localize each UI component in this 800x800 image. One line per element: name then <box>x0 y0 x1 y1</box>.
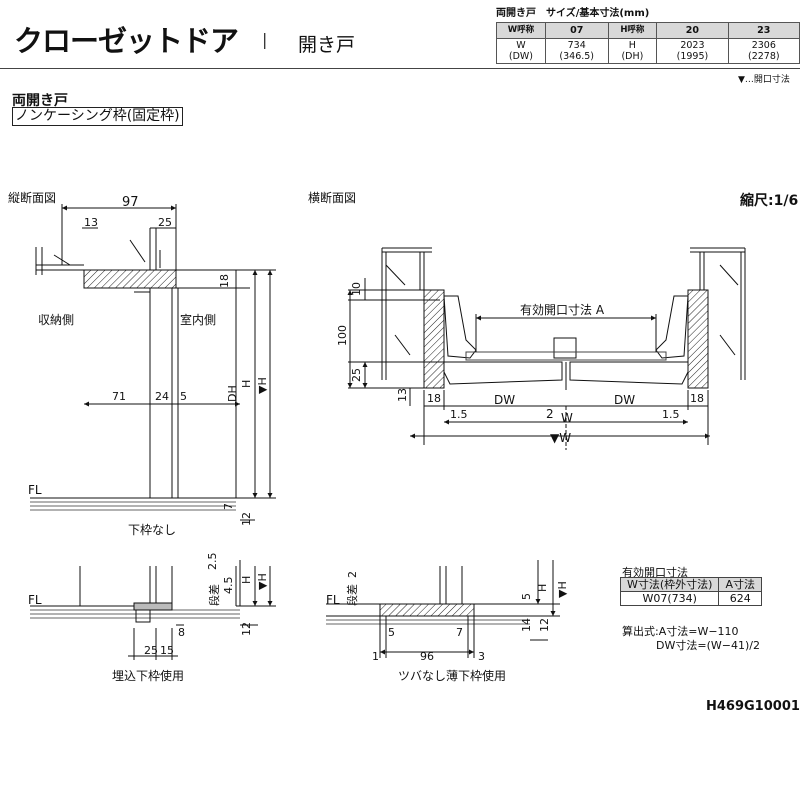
product-code: H469G10001 <box>706 699 800 714</box>
vs-h: H <box>240 380 253 388</box>
vertical-section <box>30 204 276 521</box>
vs-caption: 下枠なし <box>128 523 176 537</box>
dt-h-open: ▼H <box>556 581 569 598</box>
vs-fl: FL <box>28 483 42 497</box>
dt-dim-1: 1 <box>372 650 379 663</box>
hs-w: W <box>561 411 573 425</box>
dt-dim-5b: 5 <box>520 593 533 600</box>
vs-dim-24: 24 <box>155 390 169 403</box>
vs-h-open: ▼H <box>256 377 269 394</box>
hs-dim-100: 100 <box>336 325 349 346</box>
dt-dim-2: 2 <box>346 571 359 578</box>
horizontal-section <box>347 247 746 450</box>
de-dim-45: 4.5 <box>222 577 235 595</box>
spec-w-label: W呼称 <box>496 22 546 39</box>
title-separator: | <box>262 30 268 49</box>
de-step-label: 段差 <box>207 584 221 606</box>
de-fl: FL <box>28 593 42 607</box>
de-caption: 埋込下枠使用 <box>112 668 184 683</box>
vs-dim-25: 25 <box>158 216 172 229</box>
de-dim-25b: 25 <box>144 644 158 657</box>
detail-thin <box>326 560 560 658</box>
dt-dim-12: 12 <box>538 618 551 632</box>
hs-dim-10: 10 <box>350 282 363 296</box>
dt-dim-3: 3 <box>478 650 485 663</box>
vs-dim-13: 13 <box>84 216 98 229</box>
spec-w-dim-label: W(DW) <box>496 38 546 64</box>
formula-dw: DW寸法=(W−41)/2 <box>656 639 760 652</box>
horizontal-section-labels: 横断面図 有効開口寸法 A 10 100 25 13 18 18 1.5 1.5… <box>308 190 704 445</box>
spec-h-code-23: 23 <box>727 22 800 39</box>
opening-col-a: A寸法 <box>718 577 762 592</box>
header-rule <box>0 68 800 69</box>
hs-title: 横断面図 <box>308 190 356 205</box>
vs-room-side: 室内側 <box>180 312 216 327</box>
formula-a: 算出式:A寸法=W−110 <box>622 625 739 638</box>
opening-table: W寸法(枠外寸法) A寸法 W07(734) 624 <box>619 577 762 606</box>
spec-h20-value: 2023(1995) <box>656 38 729 64</box>
opening-col-w: W寸法(枠外寸法) <box>619 577 720 592</box>
vs-dim-5: 5 <box>180 390 187 403</box>
dt-caption: ツバなし薄下枠使用 <box>398 668 506 683</box>
scale-label: 縮尺:1/6 <box>740 193 799 209</box>
hs-dim-18-left: 18 <box>427 392 441 405</box>
de-h-open: ▼H <box>256 573 269 590</box>
hs-dim-18-right: 18 <box>690 392 704 405</box>
vs-dim-97: 97 <box>122 195 139 210</box>
vs-dim-12: 12 <box>240 512 253 526</box>
dt-dim-14: 14 <box>520 618 533 632</box>
frame-type: ノンケーシング枠(固定枠) <box>12 107 183 126</box>
hs-dw-right: DW <box>614 393 635 407</box>
legend-note: ▼…開口寸法 <box>738 75 790 85</box>
dt-fl: FL <box>326 593 340 607</box>
spec-heading: 両開き戸 サイズ/基本寸法(mm) <box>496 8 650 19</box>
vs-title: 縦断面図 <box>8 190 56 205</box>
hs-dim-15-right: 1.5 <box>662 408 680 421</box>
de-dim-12: 12 <box>240 622 253 636</box>
detail-embedded-labels: FL 段差 2.5 4.5 H ▼H 8 12 25 15 埋込下枠使用 <box>28 553 269 684</box>
vs-dim-71: 71 <box>112 390 126 403</box>
detail-thin-labels: FL 2 段差 5 7 1 96 3 5 14 12 H ▼H ツバなし薄下枠使… <box>326 571 569 683</box>
spec-w-value: 734(346.5) <box>544 38 609 64</box>
dt-h: H <box>536 584 549 592</box>
de-dim-25: 2.5 <box>206 553 219 571</box>
de-h: H <box>240 576 253 584</box>
dt-dim-7: 7 <box>456 626 463 639</box>
opening-row-w: W07(734) <box>619 591 720 606</box>
spec-h23-value: 2306(2278) <box>727 38 800 64</box>
dt-step-label: 段差 <box>345 584 359 606</box>
spec-h-dim-label: H(DH) <box>607 38 658 64</box>
hs-dim-2: 2 <box>546 407 554 421</box>
opening-table-title: 有効開口寸法 <box>622 566 688 579</box>
hs-dw-left: DW <box>494 393 515 407</box>
spec-table: W呼称 07 H呼称 20 23 W(DW) 734(346.5) H(DH) … <box>496 22 800 64</box>
vs-dh: DH <box>226 385 239 402</box>
dt-dim-96: 96 <box>420 650 434 663</box>
dt-dim-5a: 5 <box>388 626 395 639</box>
detail-embedded <box>30 560 276 660</box>
opening-type: 両開き戸 <box>12 93 68 109</box>
product-title: クローゼットドア <box>14 24 239 58</box>
hs-dim-15-left: 1.5 <box>450 408 468 421</box>
vertical-section-labels: 縦断面図 97 13 25 18 収納側 室内側 71 24 5 DH H ▼H… <box>8 190 269 537</box>
hs-w-open: ▼W <box>550 431 571 445</box>
product-subtitle: 開き戸 <box>298 34 356 56</box>
hs-effective-opening: 有効開口寸法 A <box>520 302 605 317</box>
spec-w-code: 07 <box>544 22 609 39</box>
de-dim-8: 8 <box>178 626 185 639</box>
vs-storage-side: 収納側 <box>38 313 74 327</box>
vs-dim-7: 7 <box>222 503 235 510</box>
de-dim-15: 15 <box>160 644 174 657</box>
hs-dim-13: 13 <box>396 388 409 402</box>
hs-dim-25: 25 <box>350 368 363 382</box>
vs-dim-18: 18 <box>218 274 231 288</box>
opening-row-a: 624 <box>718 591 762 606</box>
